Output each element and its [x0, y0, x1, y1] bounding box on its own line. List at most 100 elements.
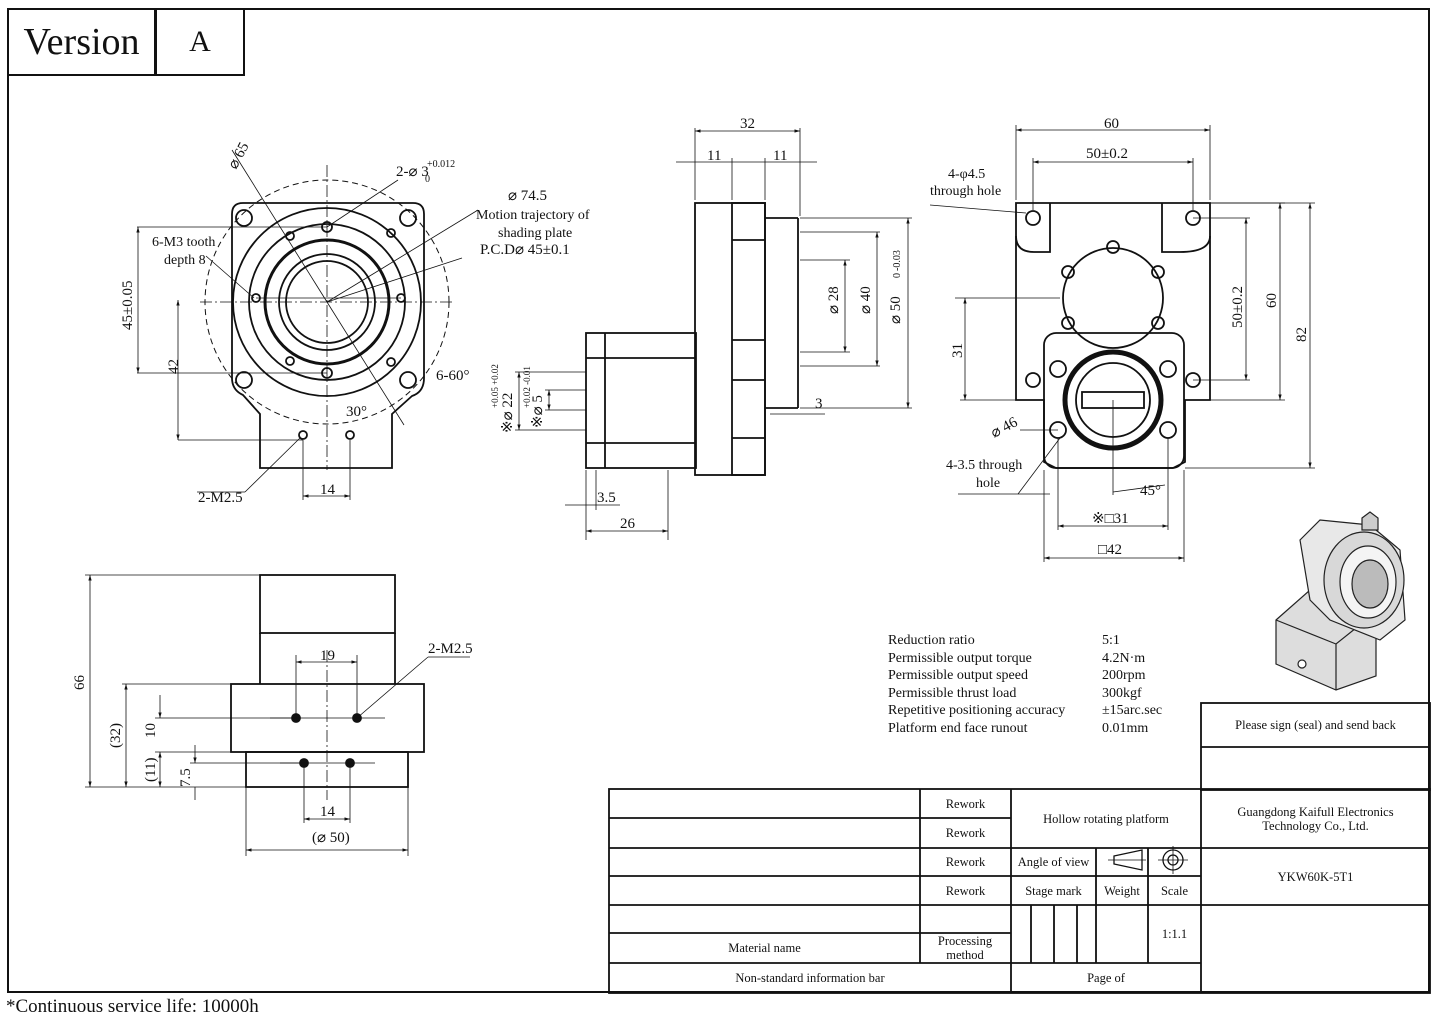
- dim-rear-60v: 60: [1264, 293, 1280, 308]
- weight-label: Weight: [1104, 883, 1140, 898]
- page-of-label: Page of: [1087, 971, 1125, 985]
- spec-value: 4.2N·m: [1102, 650, 1146, 666]
- spec-value: 300kgf: [1102, 685, 1142, 701]
- dim-phi74: ⌀ 74.5: [508, 188, 547, 204]
- dim-42: 42: [166, 359, 182, 374]
- dim-phi40: ⌀ 40: [858, 286, 874, 314]
- rear-view: [929, 125, 1315, 562]
- dim-phi65: ⌀ 65: [225, 140, 252, 172]
- dim-phi50: ⌀ 50: [888, 296, 904, 324]
- model-number: YKW60K-5T1: [1277, 869, 1354, 884]
- spec-row: Repetitive positioning accuracy ±15arc.se…: [888, 702, 1162, 720]
- service-life-note: *Continuous service life: 10000h: [6, 996, 259, 1017]
- spec-label: Reduction ratio: [888, 633, 975, 648]
- note-hole-1: 4-φ4.5: [948, 167, 985, 182]
- dim-phi5: ※⌀ 5: [530, 395, 546, 428]
- scale-label: Scale: [1160, 883, 1189, 898]
- dim-bottom-10: 10: [143, 723, 159, 738]
- sign-note: Please sign (seal) and send back: [1235, 718, 1396, 732]
- dim-35: 3.5: [597, 490, 616, 506]
- drawing-frame: [7, 8, 1430, 993]
- dim-phi22: ※⌀ 22: [500, 393, 516, 433]
- dim-11b: 11: [773, 148, 787, 164]
- spec-label: Permissible output speed: [888, 668, 1028, 683]
- dim-rear-50v: 50±0.2: [1230, 286, 1246, 328]
- rework-label: Rework: [945, 883, 986, 898]
- title-block-grid: [608, 702, 1431, 994]
- note-hole-2: through hole: [930, 184, 1001, 199]
- spec-value: 0.01mm: [1102, 720, 1149, 736]
- bottom-view: [85, 574, 470, 856]
- dim-rear-sq31: ※□31: [1092, 511, 1129, 527]
- spec-value: ±15arc.sec: [1102, 703, 1163, 718]
- dim-14: 14: [320, 482, 336, 498]
- front-view: [136, 149, 479, 500]
- version-label: Version: [7, 8, 156, 76]
- angle-of-view-label: Angle of view: [1017, 855, 1090, 869]
- spec-row: Permissible thrust load 300kgf: [888, 685, 1162, 703]
- scale-value: 1:1.1: [1161, 927, 1188, 941]
- dim-45: 45±0.05: [120, 281, 136, 330]
- dim-bottom-14: 14: [320, 804, 336, 820]
- dim-rear-60: 60: [1104, 116, 1119, 132]
- version-value: A: [155, 8, 245, 76]
- dim-rear-phi46: ⌀ 46: [988, 414, 1020, 441]
- note-motion-1: Motion trajectory of: [476, 208, 590, 223]
- dim-phi5-tol: +0.02 -0.01: [522, 366, 532, 408]
- dim-phi22-tol: +0.05 +0.02: [490, 364, 500, 408]
- dim-bottom-11: (11): [143, 758, 159, 782]
- spec-row: Reduction ratio 5:1: [888, 632, 1162, 650]
- spec-label: Permissible thrust load: [888, 685, 1017, 701]
- spec-label: Permissible output torque: [888, 650, 1032, 666]
- dim-2phi3-sub: 0: [425, 174, 430, 185]
- dim-bottom-phi50: (⌀ 50): [312, 830, 350, 846]
- stage-mark-label: Stage mark: [1025, 883, 1082, 898]
- dim-11a: 11: [707, 148, 721, 164]
- dim-32: 32: [740, 116, 755, 132]
- note-hole35-1: 4-3.5 through: [946, 458, 1022, 473]
- dim-rear-31: 31: [950, 343, 966, 358]
- note-motion-2: shading plate: [498, 226, 572, 241]
- spec-row: Platform end face runout 0.01mm: [888, 720, 1162, 738]
- dim-bottom-19: 19: [320, 648, 335, 664]
- dim-phi50-tol: 0 -0.03: [892, 250, 903, 278]
- spec-value: 200rpm: [1102, 668, 1146, 683]
- dim-phi28: ⌀ 28: [826, 286, 842, 314]
- dim-2m25: 2-M2.5: [198, 490, 243, 506]
- processing-method-label: Processing method: [937, 934, 993, 962]
- dim-2phi3: 2-⌀ 3: [396, 164, 429, 180]
- spec-value: 5:1: [1102, 633, 1120, 648]
- rework-label: Rework: [945, 796, 986, 811]
- company-name: Guangdong Kaifull Electronics Technology…: [1237, 804, 1394, 833]
- spec-row: Permissible output speed 200rpm: [888, 667, 1162, 685]
- rework-label: Rework: [945, 855, 986, 869]
- dim-bottom-2m25: 2-M2.5: [428, 641, 473, 657]
- note-m3-2: depth 8: [164, 253, 206, 268]
- specifications-list: Reduction ratio 5:1 Permissible output to…: [888, 632, 1162, 737]
- dim-2phi3-tol: +0.012: [427, 159, 455, 170]
- dim-bottom-32: (32): [108, 723, 124, 748]
- note-hole35-2: hole: [976, 476, 1000, 491]
- dim-bottom-66: 66: [72, 675, 88, 691]
- spec-label: Platform end face runout: [888, 720, 1028, 736]
- dim-rear-45deg: 45°: [1140, 483, 1161, 499]
- side-view: [515, 128, 912, 540]
- spec-row: Permissible output torque 4.2N·m: [888, 650, 1162, 668]
- dim-pcd: P.C.D⌀ 45±0.1: [480, 242, 570, 258]
- dim-rear-50: 50±0.2: [1086, 146, 1128, 162]
- note-m3-1: 6-M3 tooth: [152, 235, 215, 250]
- isometric-view: [1275, 511, 1406, 691]
- dim-rear-sq42: □42: [1098, 542, 1122, 558]
- spec-label: Repetitive positioning accuracy: [888, 703, 1066, 718]
- material-name-label: Material name: [728, 941, 801, 955]
- dim-bottom-75: 7.5: [178, 768, 194, 787]
- dim-rear-82: 82: [1294, 327, 1310, 342]
- dim-6-60: 6-60°: [436, 368, 470, 384]
- product-name: Hollow rotating platform: [1043, 811, 1169, 826]
- dim-26: 26: [620, 516, 636, 532]
- dim-3: 3: [815, 396, 823, 412]
- rework-label: Rework: [945, 826, 986, 840]
- dim-30: 30°: [346, 404, 367, 420]
